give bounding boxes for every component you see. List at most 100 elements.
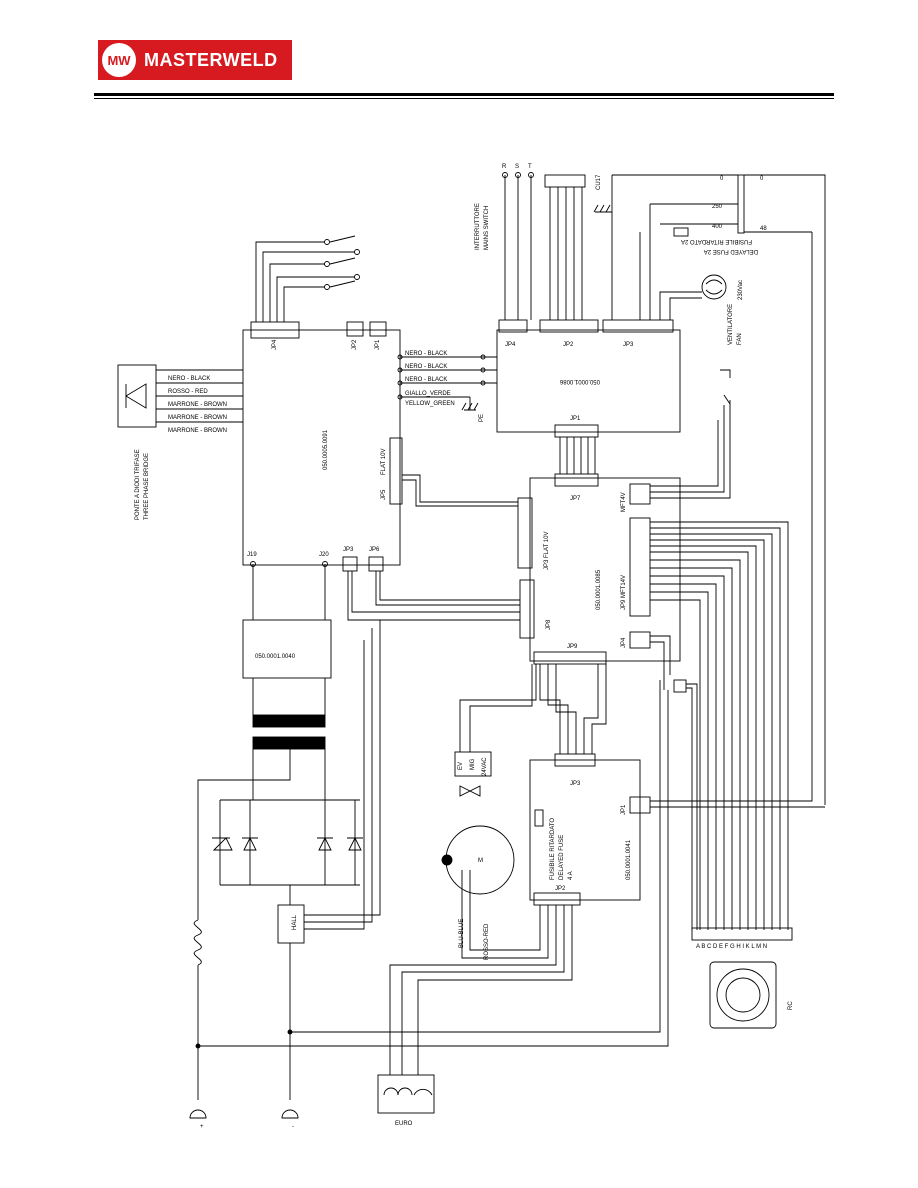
transformer-block-1	[252, 714, 326, 728]
fan-icon	[701, 274, 727, 300]
hall-sensor	[277, 904, 305, 944]
hall-label: HALL	[292, 914, 298, 930]
board3-jp7-connector	[554, 473, 599, 487]
board3-jp9-label: JP9	[567, 644, 578, 650]
wire-black-label-3: NERO - BLACK	[405, 377, 447, 383]
board3-jp8-label: JP8	[546, 619, 552, 630]
cu17-label: CU17	[596, 174, 602, 190]
switch-contact	[324, 239, 330, 245]
transformer-block-2	[252, 736, 326, 750]
bridge-label-en: THREE PHASE BRIDGE	[144, 453, 150, 520]
board3-jp7-label: JP7	[570, 496, 581, 502]
valve-mig: MIG	[470, 758, 476, 770]
board1-jp6-connector	[368, 556, 384, 572]
header-rule	[94, 93, 834, 96]
switch-label-en: MAINS SWITCH	[484, 206, 490, 250]
bridge-wires	[156, 369, 243, 423]
board5-jp3-label: JP3	[570, 781, 581, 787]
cu17-wires	[549, 187, 583, 320]
motor-red: ROSSO-RED	[484, 923, 490, 960]
board2-jp1-label: JP1	[570, 416, 581, 422]
bridge-red: ROSSO - RED	[168, 389, 208, 395]
mains-lines	[504, 175, 532, 320]
board1-jp6-label: JP6	[369, 547, 380, 553]
board1-jp5-flat	[389, 437, 403, 505]
plus-terminal: +	[200, 1124, 204, 1130]
board1-jp4-connector	[250, 321, 300, 339]
board1-jp1-connector	[369, 321, 387, 337]
euro-pins-icon	[383, 1087, 433, 1096]
masterweld-logo: MW MASTERWELD	[98, 40, 292, 80]
board2-jp2-connector	[539, 319, 599, 333]
board3-jp5-connector	[629, 483, 651, 505]
board5-jp2-connector	[533, 892, 581, 906]
switch-contact	[324, 261, 330, 267]
fuse2a-it: FUSIBILE RITARDATO 2A	[681, 238, 752, 244]
valve-wires	[459, 664, 537, 797]
sensor-symbol	[720, 369, 731, 405]
board2-jp3-label: JP3	[623, 342, 634, 348]
board-050-0001-0085	[529, 477, 681, 662]
jp4-switch-wires	[255, 241, 355, 322]
board5-jp3-connector	[554, 753, 596, 767]
tap-0b: 0	[760, 176, 764, 182]
board2-jp4-label: JP4	[505, 342, 516, 348]
switch-contact	[324, 284, 330, 290]
fan-label-en: FAN	[737, 333, 743, 345]
fuse-2a-icon	[673, 227, 689, 237]
fan-label-it: VENTILATORE	[728, 304, 734, 345]
bridge-diode-icon	[125, 383, 147, 409]
tap-400: 400	[712, 224, 723, 230]
tap-0: 0	[720, 176, 724, 182]
terminal	[480, 380, 486, 386]
fan-wires	[659, 291, 702, 320]
phase-t: T	[528, 164, 532, 170]
pe-label: PE	[479, 414, 485, 422]
gas-valve	[454, 751, 492, 777]
jp4-wires	[650, 635, 671, 690]
board2-jp1-connector	[554, 424, 599, 438]
board3-jp3-flat	[517, 497, 533, 569]
motor-euro-wires	[389, 870, 573, 1075]
hall-wires	[289, 620, 381, 1100]
wire-black-label-2: NERO - BLACK	[405, 364, 447, 370]
board3-jp3-label: JP3 FLAT 10V	[544, 532, 550, 570]
earth-symbol-2	[593, 204, 612, 213]
earth-symbol	[461, 397, 479, 411]
fuse4a-en: DELAYED FUSE	[559, 835, 565, 880]
inductor-icon	[193, 919, 202, 966]
board5-jp2-label: JP2	[555, 886, 566, 892]
switch-contact	[354, 249, 360, 255]
board5-jp1-connector	[629, 796, 651, 814]
three-phase-bridge	[117, 364, 157, 428]
motor-blue: BLU-BLUE	[459, 919, 465, 948]
bridge-label-it: PONTE A DIODI TRIFASE	[135, 449, 141, 520]
rc-socket-inner	[725, 977, 761, 1013]
flat-link	[402, 474, 518, 507]
fuse4a-it: FUSIBILE RITARDATO	[550, 818, 556, 880]
board5-label: 050.0001.0041	[626, 839, 632, 880]
rc-wires	[650, 521, 789, 930]
giallo-verde-label: GIALLO_VERDE	[405, 391, 451, 397]
transformer-wires	[611, 174, 826, 805]
phase-r: R	[502, 164, 507, 170]
mft4v-wires	[650, 400, 731, 499]
j19-label: J19	[247, 552, 257, 558]
board1-jp3-label: JP3	[343, 547, 354, 553]
board2-jp4-connector	[498, 319, 528, 333]
transformer-leads	[197, 678, 326, 920]
fan-voltage: 230Vac	[738, 280, 744, 300]
board-050-0001-0086	[496, 329, 681, 433]
board3-jp4-label: JP4	[621, 637, 627, 648]
switch-contact	[354, 274, 360, 280]
cu17-connector	[544, 174, 586, 188]
rc-socket-icon	[716, 968, 770, 1022]
yellow-green-label: YELLOW_GREEN	[405, 401, 455, 407]
rc-label: RC	[788, 1001, 794, 1010]
j20-label: J20	[319, 552, 329, 558]
board3-mft14v-connector	[629, 517, 651, 617]
board2-label: 050.0001.0086	[559, 378, 600, 384]
valve-ev: EV	[458, 762, 464, 770]
board3-jp8-connector	[519, 579, 535, 639]
